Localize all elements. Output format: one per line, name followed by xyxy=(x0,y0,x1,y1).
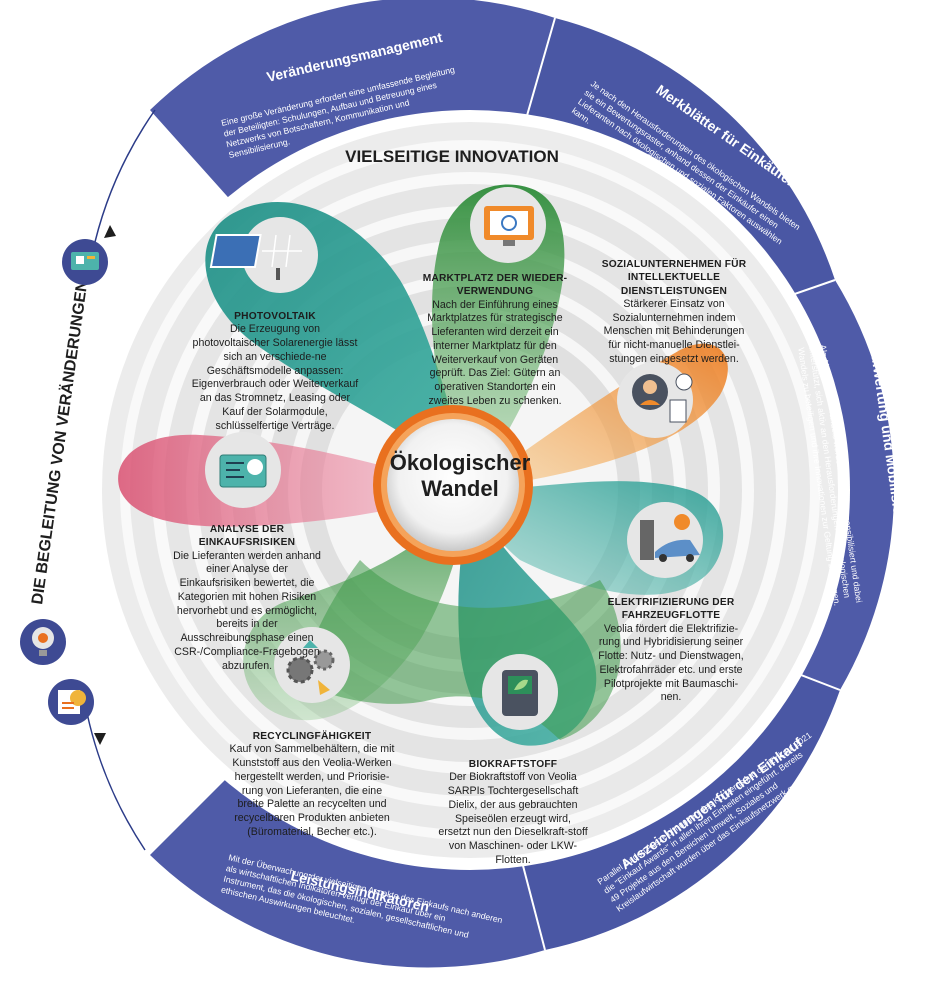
world-map-icon xyxy=(205,432,281,508)
petal-elektro-text: ELEKTRIFIZIERUNG DER FAHRZEUGFLOTTE Veol… xyxy=(596,596,746,705)
ring-title: VIELSEITIGE INNOVATION xyxy=(345,147,559,166)
recycling-title: RECYCLINGFÄHIGKEIT xyxy=(252,731,372,742)
ev-charging-icon xyxy=(627,502,703,578)
marktplatz-body: Nach der Einführung eines Marktplatzes f… xyxy=(427,298,563,407)
center-line-2: Wandel xyxy=(421,476,499,502)
marktplatz-title: MARKTPLATZ DER WIEDER-VERWENDUNG xyxy=(422,273,568,298)
center-line-1: Ökologischer xyxy=(389,450,531,475)
dashboard-icon xyxy=(62,239,108,285)
fuel-pump-icon xyxy=(482,654,558,730)
petal-marktplatz-text: MARKTPLATZ DER WIEDER-VERWENDUNG Nach de… xyxy=(420,272,570,409)
petal-recycling-text: RECYCLINGFÄHIGKEIT Kauf von Sammelbehält… xyxy=(228,730,396,840)
lightbulb-icon xyxy=(20,619,66,665)
petal-photovoltaik-text: PHOTOVOLTAIK Die Erzeugung von photovolt… xyxy=(190,310,360,433)
analyse-body: Die Lieferanten werden anhand einer Anal… xyxy=(173,549,321,672)
analyse-title: ANALYSE DER EINKAUFSRISIKEN xyxy=(198,524,296,549)
biokraft-body: Der Biokraftstoff von Veolia SARPIs Toch… xyxy=(438,771,588,866)
sozial-body: Stärkerer Einsatz von Sozialunternehmen … xyxy=(603,297,745,365)
biokraft-title: BIOKRAFTSTOFF xyxy=(468,759,558,770)
recycling-body: Kauf von Sammelbehältern, die mit Kunsts… xyxy=(229,743,395,838)
monitor-icon xyxy=(470,187,546,263)
recycle-gears-icon xyxy=(274,627,350,703)
certificate-icon xyxy=(48,679,94,725)
left-arc-label: DIE BEGLEITUNG VON VERÄNDERUNGEN xyxy=(28,279,91,605)
photovoltaik-title: PHOTOVOLTAIK xyxy=(234,311,316,322)
solar-panel-icon xyxy=(209,217,318,293)
person-document-icon xyxy=(617,362,693,438)
petal-analyse-text: ANALYSE DER EINKAUFSRISIKEN Die Lieferan… xyxy=(172,523,322,673)
elektro-title: ELEKTRIFIZIERUNG DER FAHRZEUGFLOTTE xyxy=(607,597,735,622)
petal-sozial-text: SOZIALUNTERNEHMEN FÜR INTELLEKTUELLE DIE… xyxy=(600,258,748,367)
sozial-title: SOZIALUNTERNEHMEN FÜR INTELLEKTUELLE DIE… xyxy=(601,259,747,297)
photovoltaik-body: Die Erzeugung von photovoltaischer Solar… xyxy=(191,323,359,432)
center-node xyxy=(373,405,533,565)
elektro-body: Veolia fördert die Elektrifizie-rung und… xyxy=(598,622,744,704)
center-label: Ökologischer Wandel xyxy=(380,450,540,503)
petal-biokraft-text: BIOKRAFTSTOFF Der Biokraftstoff von Veol… xyxy=(438,758,588,868)
